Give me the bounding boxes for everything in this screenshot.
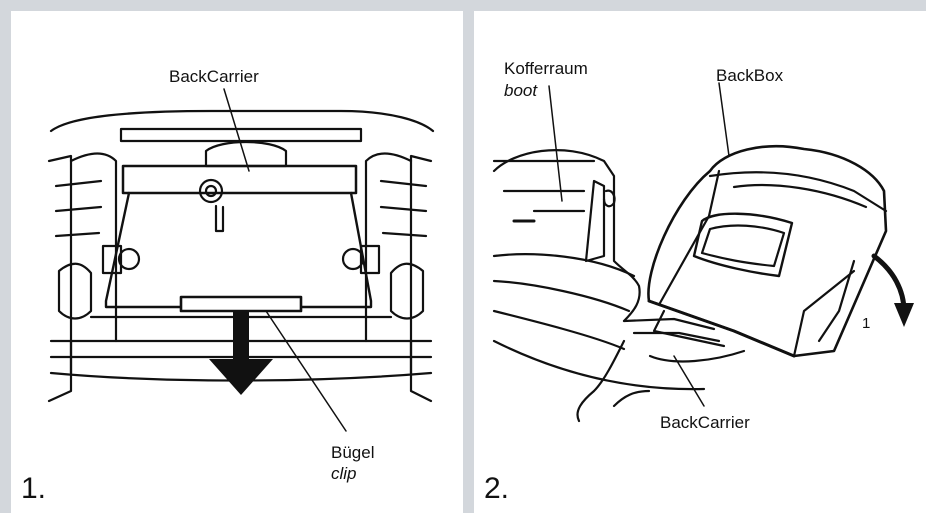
label-backcarrier-2: BackCarrier [660, 413, 750, 432]
step-number-1: 1. [21, 472, 47, 505]
rack-top-view-drawing [47, 88, 435, 432]
box-mounting-drawing [492, 82, 914, 423]
label-backcarrier-1: BackCarrier [169, 67, 259, 86]
step-number-2: 2. [484, 472, 510, 505]
label-backbox: BackBox [716, 66, 784, 85]
label-trunk-german: Kofferraum [504, 59, 588, 78]
step-2-panel: Kofferraum boot BackBox BackCarrier 1 2. [474, 11, 926, 513]
label-clip-german: Bügel [331, 443, 375, 462]
step-1-panel: BackCarrier Bügel clip 1. [11, 11, 463, 513]
arrow-step-label: 1 [862, 315, 871, 332]
label-clip-english: clip [331, 464, 357, 483]
label-trunk-english: boot [504, 81, 538, 100]
